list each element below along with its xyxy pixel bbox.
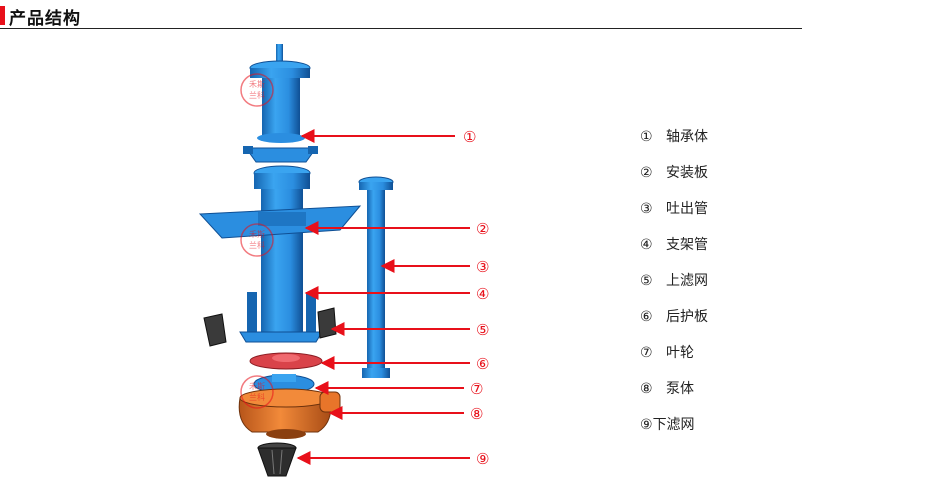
legend-label: 叶轮 <box>666 345 694 361</box>
legend-item: ⑤ 上滤网 <box>640 270 708 306</box>
callout-number-6: ⑥ <box>476 355 489 373</box>
legend-number: ⑥ <box>640 309 653 325</box>
legend-number: ① <box>640 129 653 145</box>
watermark-line2: 兰科 <box>249 90 265 100</box>
callout-number-5: ⑤ <box>476 321 489 339</box>
bearing-bottom <box>257 133 305 143</box>
legend-number: ⑧ <box>640 381 653 397</box>
support-column <box>198 165 362 343</box>
legend-label: 安装板 <box>666 165 708 181</box>
lower-strainer-cone <box>257 447 297 477</box>
impeller-hub <box>272 374 296 382</box>
watermark: 禾斯 兰科 <box>240 73 274 107</box>
casing-inlet <box>266 429 306 439</box>
section-header: 产品结构 <box>0 0 802 30</box>
discharge-pipe <box>358 176 394 378</box>
casing-outlet <box>319 391 341 413</box>
legend-item: ④ 支架管 <box>640 234 708 270</box>
lower-strainer <box>257 442 297 477</box>
watermark-ring <box>240 375 274 409</box>
watermark: 禾斯 兰科 <box>240 375 274 409</box>
header-accent-bar <box>0 6 5 25</box>
lower-strainer-slot <box>271 449 275 475</box>
legend-item: ⑥ 后护板 <box>640 306 708 342</box>
motor-bracket <box>245 147 317 163</box>
upper-strainer-left <box>203 313 227 347</box>
top-flange-rim <box>250 68 310 78</box>
callout-number-3: ③ <box>476 258 489 276</box>
callout-number-1: ① <box>463 128 476 146</box>
legend-label: 支架管 <box>666 237 708 253</box>
watermark-line2: 兰科 <box>249 392 265 402</box>
watermark-line1: 禾斯 <box>249 79 265 89</box>
legend-item: ③ 吐出管 <box>640 198 708 234</box>
callout-number-9: ⑨ <box>476 450 489 468</box>
back-liner <box>249 352 323 370</box>
watermark-line1: 禾斯 <box>249 229 265 239</box>
bracket-foot-left <box>243 146 253 154</box>
pump-structure-diagram: 禾斯 兰科 禾斯 兰科 禾斯 兰科 ① ② ③ ④ ⑤ ⑥ ⑦ ⑧ ⑨ <box>198 44 489 477</box>
legend-label: 吐出管 <box>666 201 708 217</box>
legend-number: ④ <box>640 237 653 253</box>
back-liner-hub <box>272 354 300 362</box>
legend-item: ⑦ 叶轮 <box>640 342 708 378</box>
watermark-ring <box>240 223 274 257</box>
legend-number: ⑤ <box>640 273 653 289</box>
discharge-tube <box>367 190 385 370</box>
legend-item: ⑨下滤网 <box>640 414 708 450</box>
parts-legend: ① 轴承体 ② 安装板 ③ 吐出管 ④ 支架管 ⑤ 上滤网 ⑥ 后护板 ⑦ 叶轮 ⑧ 泵体 ⑨下… <box>640 126 708 450</box>
lower-strainer-slot <box>279 449 283 475</box>
callout-number-8: ⑧ <box>470 405 483 423</box>
watermark-ring <box>240 73 274 107</box>
watermark-line1: 禾斯 <box>249 381 265 391</box>
legend-number: ⑦ <box>640 345 653 361</box>
bearing-housing <box>262 78 300 138</box>
legend-number: ⑨ <box>640 417 653 433</box>
column-base-flange <box>239 331 323 343</box>
legend-item: ① 轴承体 <box>640 126 708 162</box>
upper-strainer-right <box>317 307 337 339</box>
column-rib-left <box>247 292 257 332</box>
legend-item: ⑧ 泵体 <box>640 378 708 414</box>
callout-number-2: ② <box>476 220 489 238</box>
legend-label: 后护板 <box>666 309 708 325</box>
legend-label: 上滤网 <box>666 273 708 289</box>
callout-number-4: ④ <box>476 285 489 303</box>
column-top <box>254 173 310 189</box>
callout-number-7: ⑦ <box>470 380 483 398</box>
legend-item: ② 安装板 <box>640 162 708 198</box>
plate-collar <box>258 212 306 226</box>
watermark-line2: 兰科 <box>249 240 265 250</box>
header-divider <box>0 28 802 29</box>
discharge-bottom-flange <box>362 368 390 378</box>
legend-label: 轴承体 <box>666 129 708 145</box>
watermark: 禾斯 兰科 <box>240 223 274 257</box>
legend-label: 下滤网 <box>652 417 695 433</box>
bearing-assembly <box>243 44 318 163</box>
discharge-top-rim <box>359 182 393 190</box>
column-rib-right <box>306 292 316 332</box>
section-title: 产品结构 <box>9 9 81 29</box>
bracket-foot-right <box>308 146 318 154</box>
shaft-top <box>276 44 283 66</box>
legend-label: 泵体 <box>666 381 694 397</box>
legend-number: ② <box>640 165 653 181</box>
legend-number: ③ <box>640 201 653 217</box>
